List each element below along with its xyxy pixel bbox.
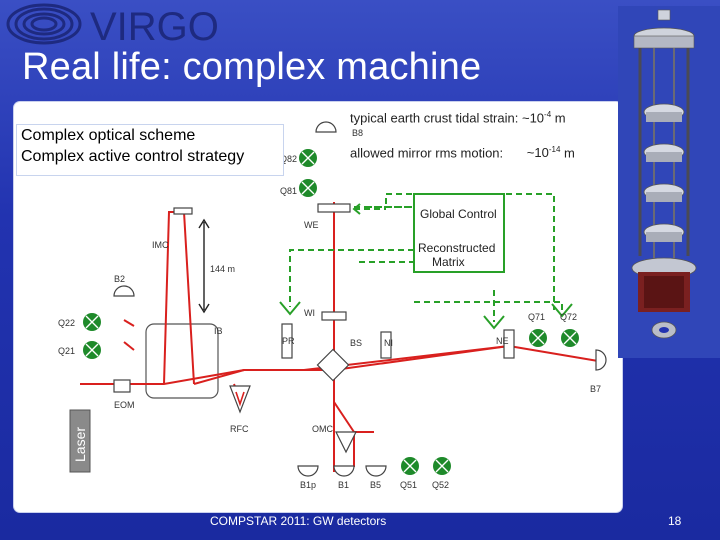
global-control-box	[413, 193, 505, 273]
mirror-pr	[281, 323, 293, 359]
superattenuator-image	[618, 6, 720, 358]
label-b8: B8	[352, 128, 363, 138]
mirrors	[113, 203, 515, 393]
virgo-logo: VIRGO	[6, 3, 219, 46]
label-q51: Q51	[400, 480, 417, 490]
page-number: 18	[668, 514, 682, 528]
wave-rings-icon	[6, 3, 82, 45]
slide-title: Real life: complex machine	[22, 46, 482, 88]
label-imc: IMC	[152, 240, 169, 250]
laser-box	[69, 409, 91, 473]
injection-bench	[145, 323, 219, 399]
label-q52: Q52	[432, 480, 449, 490]
strain-unit: m	[554, 110, 566, 126]
motion-exponent: -14	[548, 145, 561, 154]
label-q71: Q71	[528, 312, 545, 322]
label-q21: Q21	[58, 346, 75, 356]
beam-splitter	[316, 348, 350, 382]
textbox-line-1: Complex optical scheme	[21, 127, 196, 144]
label-b2: B2	[114, 274, 125, 284]
logo-text: VIRGO	[90, 5, 219, 46]
photodiode-b7	[595, 349, 607, 371]
label-q72: Q72	[560, 312, 577, 322]
quadrant-q22	[83, 313, 101, 331]
photodiode-b2	[113, 285, 135, 297]
label-we: WE	[304, 220, 319, 230]
photodiodes	[113, 121, 607, 477]
mirror-imc	[173, 207, 193, 215]
eom-block	[113, 379, 131, 393]
label-omc: OMC	[312, 424, 333, 434]
complexity-textbox: Complex optical scheme Complex active co…	[16, 124, 284, 176]
quadrant-q72	[561, 329, 579, 347]
quadrant-q51	[401, 457, 419, 475]
mirror-ne	[503, 329, 515, 359]
label-b1p: B1p	[300, 480, 316, 490]
quadrant-q71	[529, 329, 547, 347]
label-q81: Q81	[280, 186, 297, 196]
rfc-cavity	[229, 385, 251, 414]
strain-value: ~10	[521, 110, 545, 126]
quadrant-q82	[299, 149, 317, 167]
motion-label: allowed mirror rms motion:	[350, 145, 504, 161]
quadrant-diodes	[83, 149, 579, 475]
label-eom: EOM	[114, 400, 135, 410]
superattenuator-tower-icon	[631, 9, 697, 339]
quadrant-q81	[299, 179, 317, 197]
photodiode-b5	[365, 465, 387, 477]
mirror-we	[317, 203, 351, 213]
label-bs: BS	[350, 338, 362, 348]
omc-cavity	[335, 431, 357, 454]
laser-label: Laser	[72, 427, 88, 462]
label-b1: B1	[338, 480, 349, 490]
label-wi: WI	[304, 308, 315, 318]
label-pr: PR	[282, 336, 295, 346]
label-q82: Q82	[280, 154, 297, 164]
footer-text: COMPSTAR 2011: GW detectors	[210, 514, 387, 528]
photodiode-b1p	[297, 465, 319, 477]
strain-exponent: -4	[544, 110, 552, 119]
label-ni: NI	[384, 338, 393, 348]
motion-value: ~10	[526, 145, 549, 161]
label-ne: NE	[496, 336, 509, 346]
label-ib: IB	[214, 326, 223, 336]
motion-unit: m	[564, 145, 575, 161]
label-b7: B7	[590, 384, 601, 394]
photodiode-b1	[333, 465, 355, 477]
motion-annotation: allowed mirror rms motion: ~10-14 m	[350, 145, 575, 160]
quadrant-q21	[83, 341, 101, 359]
reconstructed-label-1: Reconstructed	[418, 241, 495, 255]
reconstructed-label-2: Matrix	[432, 255, 465, 269]
textbox-line-2: Complex active control strategy	[21, 148, 245, 165]
label-rfc: RFC	[230, 424, 249, 434]
strain-annotation: typical earth crust tidal strain: ~10-4 …	[350, 110, 566, 125]
photodiode-b8	[315, 121, 337, 133]
global-control-label: Global Control	[420, 207, 497, 221]
mirror-ni	[380, 331, 392, 359]
label-q22: Q22	[58, 318, 75, 328]
mirror-wi	[321, 311, 347, 321]
length-arrow-icon	[198, 218, 210, 314]
strain-label: typical earth crust tidal strain:	[350, 110, 519, 126]
quadrant-q52	[433, 457, 451, 475]
optical-scheme-diagram: Laser Global Control Reconstructed	[58, 121, 607, 490]
label-length: 144 m	[210, 264, 235, 274]
label-b5: B5	[370, 480, 381, 490]
control-arrows	[279, 203, 573, 330]
